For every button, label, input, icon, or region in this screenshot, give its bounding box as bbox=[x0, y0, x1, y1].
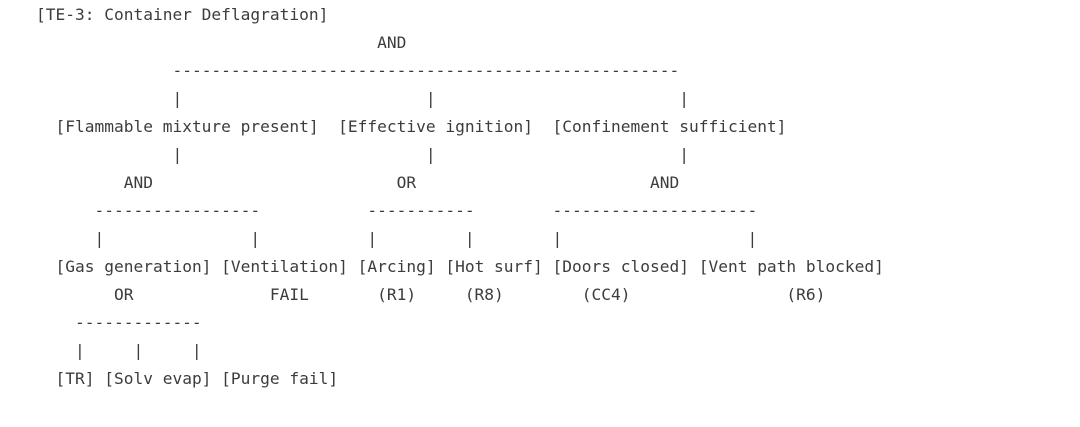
ascii-fault-tree-diagram: [TE-3: Container Deflagration] AND -----… bbox=[36, 5, 884, 388]
